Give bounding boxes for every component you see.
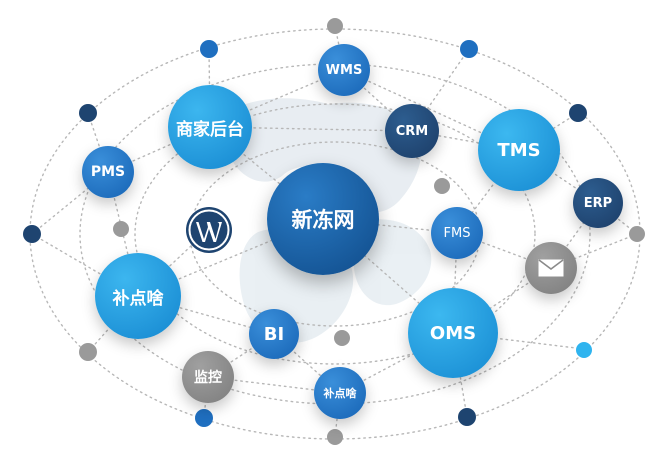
node-dot	[629, 226, 645, 242]
node-label: CRM	[395, 123, 429, 139]
node-label: 商家后台	[176, 119, 244, 140]
node-dot	[195, 409, 213, 427]
node-bi: BI	[249, 309, 299, 359]
node-label: PMS	[90, 164, 126, 180]
node-label: TMS	[497, 139, 541, 161]
node-label: 补点啥	[112, 288, 164, 309]
node-bdh-small: 补点啥	[314, 367, 366, 419]
node-dot	[79, 343, 97, 361]
node-dot	[458, 408, 476, 426]
node-tms: TMS	[478, 109, 560, 191]
node-dot	[79, 104, 97, 122]
node-fms: FMS	[431, 207, 483, 259]
node-oms: OMS	[408, 288, 498, 378]
node-label: 监控	[194, 370, 222, 386]
node-dot	[569, 104, 587, 122]
node-dot	[434, 178, 450, 194]
node-dot	[334, 330, 350, 346]
node-erp: ERP	[573, 178, 623, 228]
node-dot	[23, 225, 41, 243]
node-label: BI	[263, 323, 285, 345]
node-label: ERP	[583, 195, 613, 211]
node-dot	[327, 18, 343, 34]
node-label: WMS	[325, 62, 363, 78]
node-monitor: 监控	[182, 351, 234, 403]
mail-icon	[525, 242, 577, 294]
node-dot	[200, 40, 218, 58]
node-wms: WMS	[318, 44, 370, 96]
node-dot	[576, 342, 592, 358]
node-label: 新冻网	[291, 208, 355, 232]
node-pms: PMS	[82, 146, 134, 198]
node-dot	[113, 221, 129, 237]
node-dot	[460, 40, 478, 58]
node-label: 补点啥	[323, 387, 357, 400]
node-crm: CRM	[385, 104, 439, 158]
node-label: FMS	[443, 225, 471, 241]
node-merchant-backend: 商家后台	[168, 85, 252, 169]
node-bdh-large: 补点啥	[95, 253, 181, 339]
node-center-xindongwang: 新冻网	[267, 163, 379, 275]
node-dot	[327, 429, 343, 445]
node-label: OMS	[429, 322, 477, 344]
wordpress-logo-icon	[184, 205, 234, 255]
